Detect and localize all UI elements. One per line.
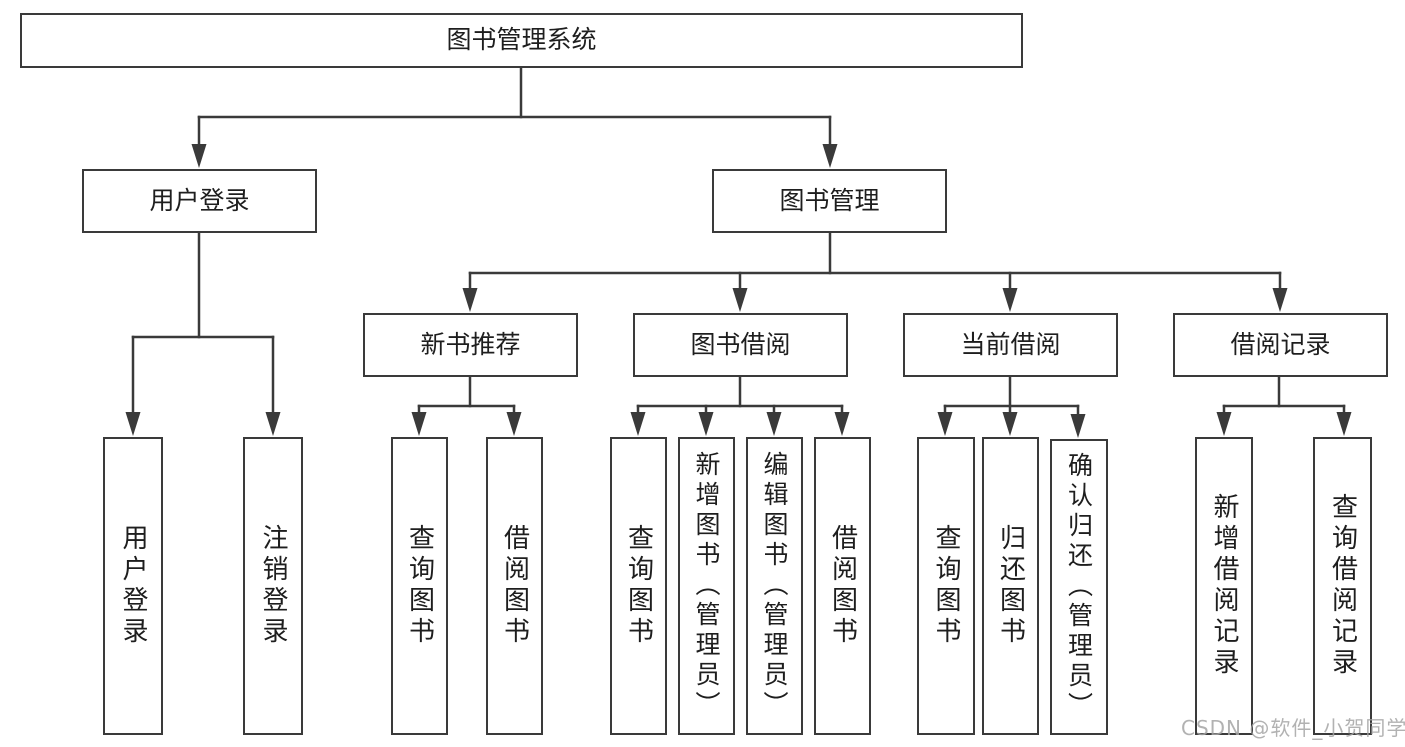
arrowhead-icon <box>506 412 522 436</box>
node-label-borrow-book-1: 借阅图书 <box>499 524 530 648</box>
node-label-book-management: 图书管理 <box>779 185 880 215</box>
arrowhead-icon <box>937 412 953 436</box>
node-label-query-borrow-record: 查询借阅记录 <box>1327 493 1358 679</box>
diagram-node-query-book-2: 查询图书 <box>610 437 667 735</box>
diagram-node-query-book-3: 查询图书 <box>917 437 975 735</box>
diagram-node-borrow-records: 借阅记录 <box>1173 313 1388 377</box>
diagram-node-query-borrow-record: 查询借阅记录 <box>1313 437 1372 735</box>
arrowhead-icon <box>191 144 207 168</box>
node-label-add-book-admin: 新增图书（管理员） <box>692 451 721 721</box>
node-label-query-book-2: 查询图书 <box>623 524 654 648</box>
node-label-query-book-1: 查询图书 <box>404 524 435 648</box>
diagram-node-edit-book-admin: 编辑图书（管理员） <box>746 437 803 735</box>
arrowhead-icon <box>462 288 478 312</box>
diagram-node-user-login: 用户登录 <box>82 169 317 233</box>
arrowhead-icon <box>766 412 782 436</box>
node-label-current-borrow: 当前借阅 <box>960 329 1061 359</box>
node-label-confirm-return-admin: 确认归还（管理员） <box>1064 452 1094 722</box>
arrowhead-icon <box>1336 412 1352 436</box>
arrowhead-icon <box>1272 288 1288 312</box>
node-label-return-book: 归还图书 <box>995 524 1026 648</box>
arrowhead-icon <box>1002 412 1018 436</box>
node-label-login: 用户登录 <box>118 524 148 648</box>
arrowhead-icon <box>1216 412 1232 436</box>
arrowhead-icon <box>630 412 646 436</box>
watermark: CSDN @软件_小贺同学 <box>1181 716 1405 740</box>
arrowhead-icon <box>1002 288 1018 312</box>
diagram-node-system: 图书管理系统 <box>20 13 1023 68</box>
arrowhead-icon <box>125 412 141 436</box>
node-label-system: 图书管理系统 <box>446 25 597 55</box>
diagram-node-book-management: 图书管理 <box>712 169 947 233</box>
node-label-borrow-records: 借阅记录 <box>1230 329 1331 359</box>
diagram-node-new-book-recommend: 新书推荐 <box>363 313 578 377</box>
node-label-book-borrow: 图书借阅 <box>690 329 791 359</box>
diagram-node-borrow-book-1: 借阅图书 <box>486 437 543 735</box>
node-label-borrow-book-2: 借阅图书 <box>827 524 858 648</box>
node-label-query-book-3: 查询图书 <box>931 524 961 648</box>
arrowhead-icon <box>411 412 427 436</box>
arrowhead-icon <box>698 412 714 436</box>
diagram-node-borrow-book-2: 借阅图书 <box>814 437 871 735</box>
node-label-logout: 注销登录 <box>258 524 288 648</box>
node-label-add-borrow-record: 新增借阅记录 <box>1209 493 1239 679</box>
diagram-node-book-borrow: 图书借阅 <box>633 313 848 377</box>
node-label-new-book-recommend: 新书推荐 <box>420 329 521 359</box>
diagram-node-confirm-return-admin: 确认归还（管理员） <box>1050 439 1108 735</box>
diagram-node-query-book-1: 查询图书 <box>391 437 448 735</box>
diagram-node-current-borrow: 当前借阅 <box>903 313 1118 377</box>
diagram-node-login: 用户登录 <box>103 437 163 735</box>
diagram-node-add-book-admin: 新增图书（管理员） <box>678 437 735 735</box>
node-label-user-login: 用户登录 <box>149 185 250 215</box>
arrowhead-icon <box>732 288 748 312</box>
diagram-node-logout: 注销登录 <box>243 437 303 735</box>
node-label-edit-book-admin: 编辑图书（管理员） <box>760 451 789 721</box>
diagram-node-add-borrow-record: 新增借阅记录 <box>1195 437 1253 735</box>
diagram-node-return-book: 归还图书 <box>982 437 1039 735</box>
arrowhead-icon <box>265 412 281 436</box>
arrowhead-icon <box>822 144 838 168</box>
arrowhead-icon <box>1070 414 1086 438</box>
arrowhead-icon <box>834 412 850 436</box>
